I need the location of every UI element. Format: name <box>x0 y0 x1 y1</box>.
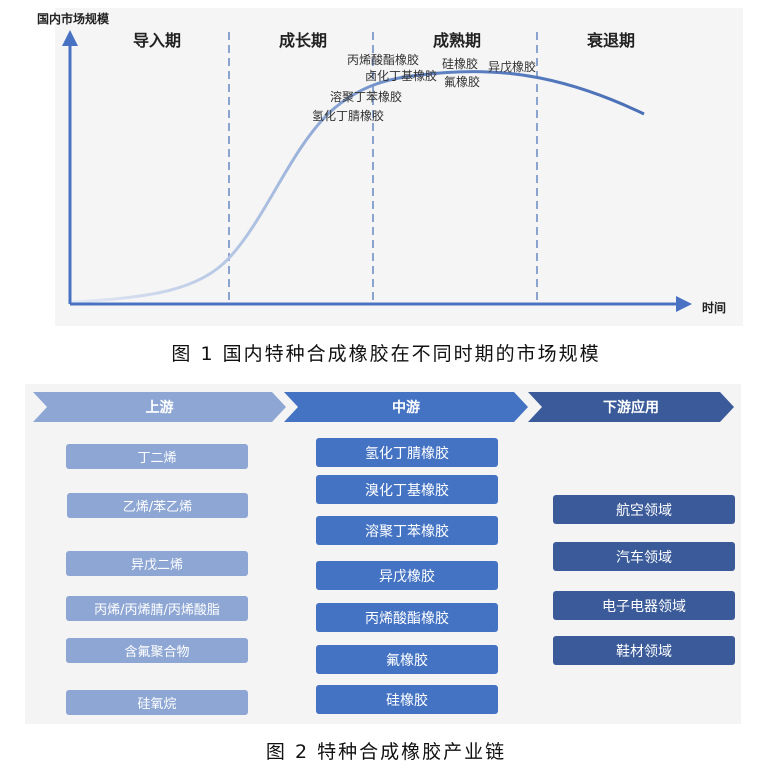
downstream-item: 航空领域 <box>553 495 735 524</box>
product-label: 氟橡胶 <box>444 74 480 89</box>
phase-label-decline: 衰退期 <box>586 31 635 50</box>
y-axis-arrow <box>62 30 78 46</box>
upstream-item: 含氟聚合物 <box>66 638 248 663</box>
lifecycle-curve <box>71 70 645 304</box>
banner-upstream: 上游 <box>145 400 174 416</box>
banner-upstream-shape <box>33 392 286 422</box>
upstream-item: 丙烯/丙烯腈/丙烯酸脂 <box>66 596 248 621</box>
midstream-item: 氢化丁腈橡胶 <box>316 438 498 467</box>
product-label: 卤化丁基橡胶 <box>365 68 437 83</box>
banner-downstream-shape <box>528 392 734 422</box>
product-label: 溶聚丁苯橡胶 <box>330 89 402 104</box>
downstream-item: 电子电器领域 <box>553 591 735 620</box>
midstream-item: 溶聚丁苯橡胶 <box>316 516 498 545</box>
x-axis-arrow <box>676 296 692 312</box>
banner-midstream: 中游 <box>392 400 420 416</box>
product-label: 硅橡胶 <box>442 56 478 71</box>
midstream-item: 硅橡胶 <box>316 685 498 714</box>
product-label: 异戊橡胶 <box>488 59 536 74</box>
figure-2-caption: 图 2 特种合成橡胶产业链 <box>265 741 507 763</box>
product-label: 氢化丁腈橡胶 <box>312 108 384 123</box>
downstream-item: 汽车领域 <box>553 542 735 571</box>
figure-1-caption: 图 1 国内特种合成橡胶在不同时期的市场规模 <box>171 343 601 365</box>
midstream-item: 异戊橡胶 <box>316 561 498 590</box>
phase-label-intro: 导入期 <box>133 31 181 50</box>
midstream-item: 氟橡胶 <box>316 645 498 674</box>
phase-label-growth: 成长期 <box>279 31 327 50</box>
y-axis-label: 国内市场规模 <box>37 11 110 26</box>
midstream-item: 溴化丁基橡胶 <box>316 475 498 504</box>
upstream-item: 乙烯/苯乙烯 <box>67 493 248 518</box>
upstream-item: 硅氧烷 <box>66 690 248 715</box>
lifecycle-chart-panel <box>55 8 743 326</box>
midstream-item: 丙烯酸酯橡胶 <box>316 603 498 632</box>
upstream-item: 异戊二烯 <box>66 551 248 576</box>
banner-downstream: 下游应用 <box>603 400 659 416</box>
downstream-item: 鞋材领域 <box>553 636 735 665</box>
stage-banners <box>33 392 734 422</box>
lifecycle-chart: 国内市场规模 时间 导入期 成长期 成熟期 衰退期 丙烯酸酯橡胶 卤化丁基橡胶 … <box>37 11 726 315</box>
x-axis-label: 时间 <box>702 300 726 315</box>
product-label: 丙烯酸酯橡胶 <box>347 52 419 67</box>
phase-label-mature: 成熟期 <box>433 31 481 50</box>
banner-midstream-shape <box>284 392 528 422</box>
upstream-item: 丁二烯 <box>66 444 248 469</box>
